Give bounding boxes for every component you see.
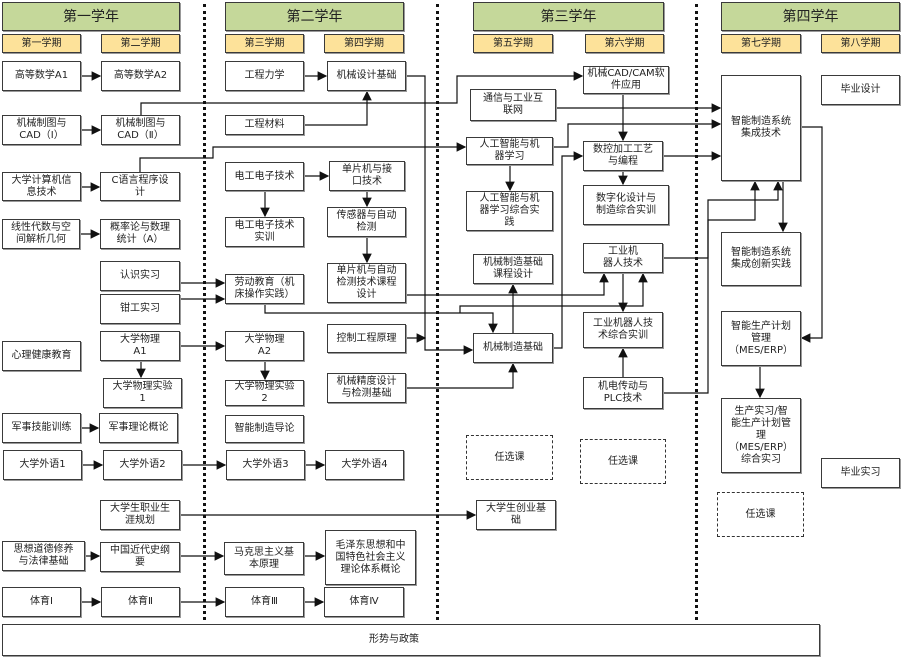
connector	[406, 75, 474, 355]
course-box: 大学生创业基 础	[476, 500, 556, 530]
course-box: 机械CAD/CAM软 件应用	[583, 66, 669, 94]
course-box: 劳动教育（机 床操作实践）	[225, 274, 304, 304]
connector	[553, 119, 722, 148]
course-box: 马克思主义基 本原理	[224, 542, 304, 575]
course-box: 认识实习	[100, 261, 180, 291]
course-box: 大学外语4	[325, 450, 404, 480]
course-box: 机械设计基础	[327, 61, 406, 91]
connector	[663, 180, 783, 259]
course-box: 工业机器人技 术综合实训	[583, 312, 663, 348]
course-box: 中国近代史纲 要	[100, 542, 180, 572]
course-box: 大学物理实验 2	[225, 380, 304, 406]
semester-5: 第五学期	[473, 34, 553, 53]
year-divider	[436, 4, 439, 620]
course-box: 大学生职业生 涯规划	[100, 500, 180, 530]
course-box: 智能制造系统 集成创新实践	[721, 232, 801, 286]
course-box: 智能生产计划 管理 （MES/ERP）	[721, 311, 801, 366]
course-box: 数字化设计与 制造综合实训	[583, 185, 669, 225]
course-box: 概率论与数理 统计（A）	[100, 219, 180, 249]
elective-box: 任选课	[580, 439, 666, 484]
course-box: 智能制造导论	[225, 415, 304, 443]
year-divider	[203, 4, 206, 620]
course-box: 机械精度设计 与检测基础	[327, 373, 406, 403]
connector	[406, 272, 609, 296]
year-header-1: 第一学年	[2, 2, 180, 31]
elective-box: 任选课	[717, 492, 804, 537]
course-box: 大学物理实验 1	[103, 378, 182, 408]
course-box: 单片机与自动 检测技术课程 设计	[327, 263, 406, 303]
semester-8: 第八学期	[821, 34, 900, 53]
course-box: 思想道德修养 与法律基础	[2, 541, 85, 571]
course-box: 智能制造系统 集成技术	[721, 75, 801, 181]
course-box: 大学物理 A1	[100, 331, 180, 361]
course-box: 军事技能训练	[2, 413, 81, 443]
course-box: 工程力学	[225, 61, 304, 91]
course-box: 毕业实习	[821, 458, 900, 488]
course-box: 体育Ⅱ	[101, 587, 180, 617]
course-box: 电工电子技术	[225, 162, 304, 191]
course-box: 大学外语1	[3, 450, 82, 480]
course-box: 钳工实习	[100, 294, 180, 324]
connector	[663, 180, 760, 394]
connector	[264, 304, 498, 334]
course-box: 体育Ⅰ	[2, 587, 81, 617]
course-box-situation-policy: 形势与政策	[2, 624, 820, 656]
course-box: 毕业设计	[821, 75, 900, 105]
course-box: 体育Ⅳ	[324, 587, 404, 617]
course-box: 大学外语3	[226, 450, 305, 480]
course-box: 心理健康教育	[2, 341, 81, 371]
connector	[139, 142, 467, 172]
course-box: 数控加工工艺 与编程	[583, 141, 663, 171]
connector	[800, 126, 823, 343]
course-box: 生产实习/智 能生产计划管 理 （MES/ERP） 综合实习	[721, 398, 801, 473]
semester-4: 第四学期	[324, 34, 404, 53]
course-box: 工业机 器人技术	[583, 243, 663, 273]
course-box: 高等数学A2	[101, 61, 180, 91]
course-box: 大学计算机信 息技术	[2, 172, 81, 201]
year-header-2: 第二学年	[225, 2, 404, 31]
course-box: 通信与工业互 联网	[470, 89, 556, 121]
course-box: 大学外语2	[103, 450, 182, 480]
course-box: 电工电子技术 实训	[225, 217, 304, 247]
course-box: 军事理论概论	[99, 413, 178, 443]
year-header-4: 第四学年	[721, 2, 900, 31]
course-box: 传感器与自动 检测	[327, 207, 406, 237]
connector	[304, 90, 372, 126]
course-box: C语言程序设 计	[100, 172, 180, 201]
course-box: 机械制造基础	[473, 333, 553, 363]
course-box: 工程材料	[225, 115, 304, 135]
course-box: 毛泽东思想和中 国特色社会主义 理论体系概论	[325, 530, 416, 585]
connector	[140, 71, 584, 115]
course-box: 单片机与接 口技术	[329, 161, 405, 191]
semester-2: 第二学期	[101, 34, 180, 53]
connector	[553, 151, 584, 349]
year-divider	[695, 4, 698, 620]
course-box: 人工智能与机 器学习综合实 践	[466, 191, 553, 231]
course-box: 人工智能与机 器学习	[466, 137, 553, 165]
course-box: 线性代数与空 间解析几何	[2, 219, 80, 249]
semester-6: 第六学期	[585, 34, 664, 53]
course-box: 机械制图与 CAD（Ⅰ）	[2, 115, 81, 145]
course-box: 控制工程原理	[327, 324, 406, 353]
semester-3: 第三学期	[225, 34, 304, 53]
elective-box: 任选课	[466, 435, 553, 480]
course-box: 大学物理 A2	[225, 331, 304, 361]
course-box: 机械制图与 CAD（Ⅱ）	[101, 115, 180, 145]
course-box: 机械制造基础 课程设计	[473, 254, 553, 284]
course-box: 高等数学A1	[2, 61, 81, 91]
course-box: 机电传动与 PLC技术	[583, 377, 663, 409]
connector	[406, 362, 518, 389]
course-box: 体育Ⅲ	[225, 587, 304, 617]
connector	[459, 272, 648, 313]
semester-7: 第七学期	[721, 34, 801, 53]
year-header-3: 第三学年	[473, 2, 664, 31]
semester-1: 第一学期	[2, 34, 81, 53]
